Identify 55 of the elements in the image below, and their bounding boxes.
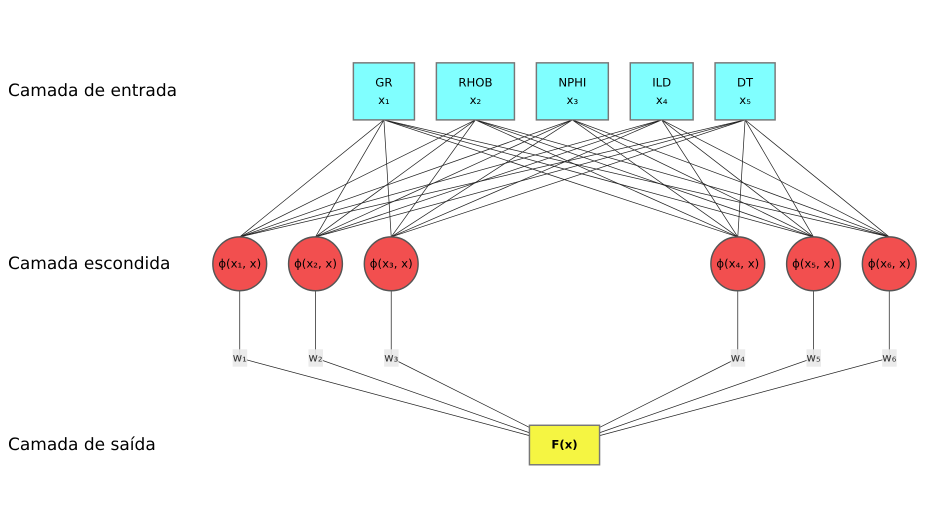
node-box: DT x₅ <box>714 62 776 120</box>
connector <box>390 119 573 237</box>
connector <box>384 119 890 237</box>
connector <box>572 119 814 237</box>
connector <box>744 119 890 237</box>
node-box: ILD x₄ <box>630 62 694 120</box>
connector <box>315 119 476 237</box>
edge-label: w₄ <box>730 350 745 364</box>
connector <box>661 119 890 237</box>
edge-label: w₂ <box>308 350 323 364</box>
connector <box>239 119 662 237</box>
connector <box>239 290 530 436</box>
connector <box>239 119 746 237</box>
layer-label: Camada escondida <box>8 254 170 274</box>
connector <box>572 119 890 237</box>
connector <box>661 119 738 237</box>
connector <box>315 290 530 433</box>
connector <box>599 290 814 433</box>
connector <box>744 119 814 237</box>
node-circle: ϕ(x₂, x) <box>288 236 344 292</box>
connector <box>475 119 890 237</box>
connector <box>239 119 384 237</box>
connector <box>599 290 890 436</box>
connector <box>315 119 573 237</box>
edge-label: w₃ <box>384 350 398 364</box>
connector <box>384 119 814 237</box>
connector <box>390 119 662 237</box>
edge-label: w₆ <box>882 350 896 364</box>
connector <box>315 119 746 237</box>
connector <box>390 290 530 428</box>
node-circle: ϕ(x₆, x) <box>862 236 917 292</box>
node-circle: ϕ(x₄, x) <box>710 236 766 292</box>
connector <box>599 290 738 428</box>
node-box: NPHI x₃ <box>536 62 610 120</box>
connector <box>737 119 746 237</box>
connector <box>315 119 384 237</box>
connector <box>661 119 814 237</box>
node-box: GR x₁ <box>352 62 416 120</box>
connector <box>390 119 476 237</box>
layer-label: Camada de entrada <box>8 81 178 102</box>
connector <box>384 119 392 237</box>
node-box: RHOB x₂ <box>436 62 516 120</box>
connector <box>239 119 476 237</box>
connector <box>239 119 573 237</box>
layer-label: Camada de saída <box>8 434 156 455</box>
node-circle: ϕ(x₅, x) <box>786 236 842 292</box>
connector <box>315 119 662 237</box>
edge-label: w₅ <box>806 350 821 364</box>
connector <box>475 119 814 237</box>
node-circle: ϕ(x₁, x) <box>212 236 268 292</box>
connector <box>572 119 738 237</box>
connector <box>475 119 738 237</box>
node-circle: ϕ(x₃, x) <box>364 236 419 292</box>
edge-label: w₁ <box>232 350 247 364</box>
node-box: F(x) <box>528 424 600 466</box>
